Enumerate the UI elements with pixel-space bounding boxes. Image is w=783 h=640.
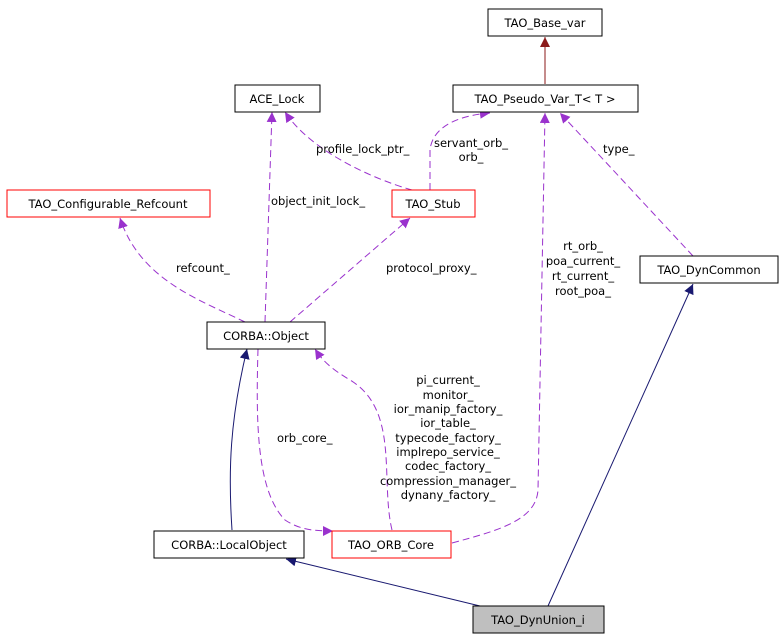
node-tao-stub[interactable]: TAO_Stub bbox=[391, 189, 476, 218]
label-rt-orb: rt_orb_ bbox=[563, 239, 603, 253]
label-object-init-lock: object_init_lock_ bbox=[271, 194, 365, 208]
node-corba-object[interactable]: CORBA::Object bbox=[206, 321, 326, 350]
label-typecode-factory: typecode_factory_ bbox=[395, 431, 501, 445]
label-root-poa: root_poa_ bbox=[555, 284, 611, 298]
edges bbox=[118, 37, 694, 607]
edge-orb-core-to-object bbox=[314, 348, 393, 531]
label-ior-manip-factory: ior_manip_factory_ bbox=[394, 402, 503, 416]
node-label: CORBA::LocalObject bbox=[171, 538, 287, 552]
edge-labels: profile_lock_ptr_ servant_orb_ orb_ type… bbox=[176, 136, 635, 502]
edge-orb-core-to-pseudo-var bbox=[451, 112, 550, 544]
node-label: TAO_DynUnion_i bbox=[490, 613, 585, 627]
node-tao-dynunion-i[interactable]: TAO_DynUnion_i bbox=[472, 605, 605, 634]
edge-dynunion-to-localobject bbox=[285, 556, 481, 607]
edge-object-to-stub bbox=[289, 217, 411, 323]
label-codec-factory: codec_factory_ bbox=[405, 459, 491, 473]
node-label: TAO_ORB_Core bbox=[347, 538, 434, 552]
node-tao-configurable-refcount[interactable]: TAO_Configurable_Refcount bbox=[6, 189, 211, 218]
label-compression-manager: compression_manager_ bbox=[380, 474, 516, 488]
edge-dyncommon-to-pseudo-var bbox=[559, 112, 694, 257]
label-poa-current: poa_current_ bbox=[546, 254, 621, 268]
label-implrepo-service: implrepo_service_ bbox=[396, 445, 500, 459]
label-orb-core: orb_core_ bbox=[277, 431, 333, 445]
label-ior-table: ior_table_ bbox=[420, 416, 476, 430]
node-corba-localobject[interactable]: CORBA::LocalObject bbox=[153, 530, 305, 559]
label-servant-orb: servant_orb_ bbox=[434, 136, 508, 150]
label-type: type_ bbox=[603, 142, 635, 156]
edge-object-to-orb-core bbox=[256, 348, 334, 536]
node-label: CORBA::Object bbox=[223, 329, 309, 343]
node-tao-dyncommon[interactable]: TAO_DynCommon bbox=[639, 255, 779, 284]
node-label: TAO_Configurable_Refcount bbox=[28, 197, 188, 211]
node-label: TAO_DynCommon bbox=[656, 263, 760, 277]
edge-stub-to-ace-lock bbox=[284, 111, 413, 191]
edge-dynunion-to-dyncommon bbox=[547, 283, 694, 607]
node-ace-lock[interactable]: ACE_Lock bbox=[234, 84, 321, 113]
label-pi-current: pi_current_ bbox=[416, 373, 480, 387]
label-rt-current: rt_current_ bbox=[552, 269, 614, 283]
node-label: TAO_Stub bbox=[405, 197, 461, 211]
node-label: TAO_Base_var bbox=[504, 16, 586, 30]
label-orb: orb_ bbox=[459, 150, 484, 164]
label-protocol-proxy: protocol_proxy_ bbox=[386, 261, 477, 275]
node-tao-pseudo-var-t[interactable]: TAO_Pseudo_Var_T< T > bbox=[452, 84, 639, 113]
nodes: TAO_Base_var ACE_Lock TAO_Pseudo_Var_T< … bbox=[6, 8, 779, 634]
label-profile-lock-ptr: profile_lock_ptr_ bbox=[316, 142, 410, 156]
node-label: TAO_Pseudo_Var_T< T > bbox=[474, 92, 616, 106]
edge-stub-to-pseudo-var bbox=[429, 108, 491, 190]
label-dynany-factory: dynany_factory_ bbox=[401, 488, 496, 502]
edge-object-to-refcount bbox=[118, 217, 246, 323]
node-tao-orb-core[interactable]: TAO_ORB_Core bbox=[331, 530, 452, 559]
label-monitor: monitor_ bbox=[423, 388, 474, 402]
node-tao-base-var[interactable]: TAO_Base_var bbox=[487, 8, 603, 37]
edge-localobject-to-object bbox=[229, 348, 250, 531]
edge-object-to-ace-lock bbox=[264, 111, 277, 323]
label-refcount: refcount_ bbox=[176, 261, 230, 275]
node-label: ACE_Lock bbox=[250, 92, 305, 106]
